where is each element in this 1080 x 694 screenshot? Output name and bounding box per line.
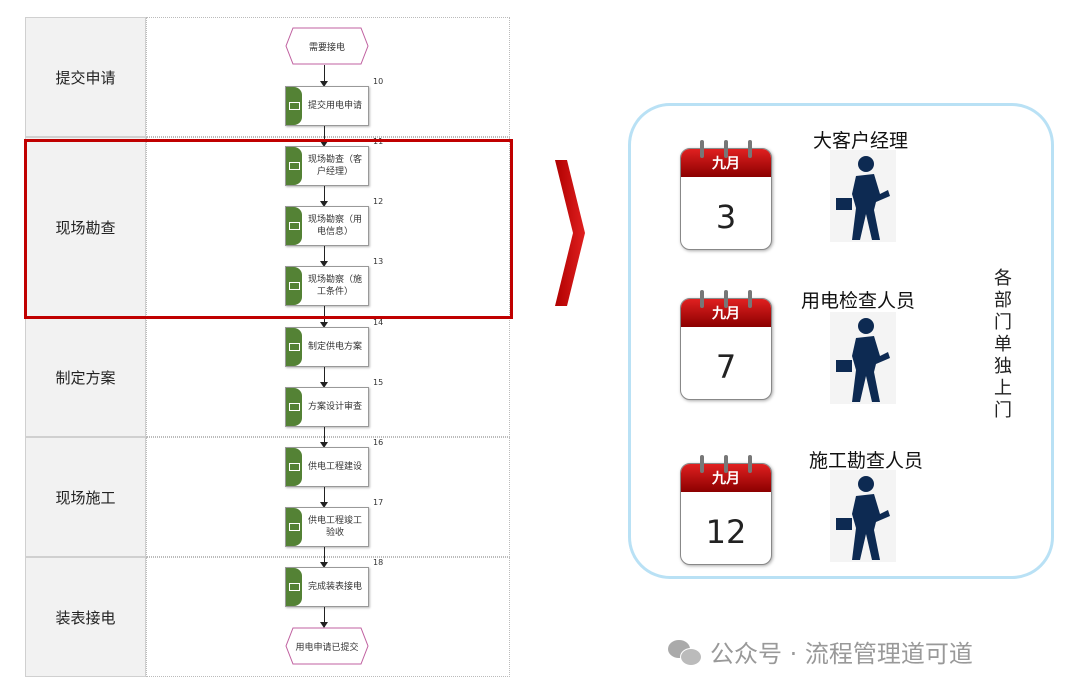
task-label: 现场勘查（客户经理）	[307, 155, 362, 177]
lane-install: 装表接电	[25, 557, 146, 677]
task-type-bar	[286, 508, 302, 546]
role-label: 施工勘查人员	[809, 450, 924, 472]
task-number: 13	[373, 257, 384, 266]
monitor-icon	[289, 282, 300, 290]
monitor-icon	[289, 343, 300, 351]
task-label: 现场勘察（施工条件）	[307, 275, 362, 297]
task-type-bar	[286, 147, 302, 185]
task-box[interactable]: 制定供电方案	[285, 327, 369, 367]
task-number: 18	[373, 558, 384, 567]
calendar-day: 7	[715, 348, 737, 386]
monitor-icon	[289, 583, 300, 591]
task-box[interactable]: 提交用电申请	[285, 86, 369, 126]
task-label: 完成装表接电	[307, 582, 362, 592]
flow-arrow	[320, 126, 328, 147]
calendar-icon: 九月 7	[680, 290, 772, 400]
lane-survey: 现场勘查	[25, 137, 146, 317]
lane-submit: 提交申请	[25, 17, 146, 137]
flow-arrow	[320, 367, 328, 388]
pool-row	[146, 437, 510, 557]
flow-arrow	[320, 186, 328, 207]
end-event[interactable]: 用电申请已提交	[285, 627, 369, 665]
chevron-arrow-icon	[555, 160, 585, 306]
watermark: 公众号 · 流程管理道可道	[668, 634, 973, 669]
worker-figure-icon	[830, 150, 896, 242]
side-note: 各部门单独上门	[994, 268, 1012, 421]
flow-arrow	[320, 65, 328, 87]
task-number: 10	[373, 77, 384, 86]
task-type-bar	[286, 568, 302, 606]
task-number: 16	[373, 438, 384, 447]
task-type-bar	[286, 328, 302, 366]
flow-arrow	[320, 487, 328, 508]
flow-arrow	[320, 427, 328, 448]
worker-figure-icon	[830, 470, 896, 562]
task-box[interactable]: 供电工程竣工验收	[285, 507, 369, 547]
calendar-day: 12	[705, 513, 747, 551]
flow-arrow	[320, 246, 328, 267]
task-type-bar	[286, 267, 302, 305]
task-type-bar	[286, 87, 302, 125]
task-box[interactable]: 现场勘查（客户经理）	[285, 146, 369, 186]
lane-construct: 现场施工	[25, 437, 146, 557]
monitor-icon	[289, 403, 300, 411]
task-box[interactable]: 现场勘察（施工条件）	[285, 266, 369, 306]
worker-figure-icon	[830, 312, 896, 404]
watermark-text: 公众号 · 流程管理道可道	[710, 640, 973, 668]
end-event-label: 用电申请已提交	[295, 642, 359, 653]
wechat-icon	[668, 638, 702, 666]
visits-panel	[628, 103, 1054, 579]
start-event[interactable]: 需要接电	[285, 27, 369, 65]
highlight-box	[24, 139, 513, 319]
start-event-label: 需要接电	[308, 42, 345, 53]
lane-plan: 制定方案	[25, 317, 146, 437]
task-number: 14	[373, 318, 384, 327]
flow-arrow	[320, 607, 328, 628]
task-label: 供电工程竣工验收	[307, 516, 362, 538]
task-type-bar	[286, 388, 302, 426]
calendar-day: 3	[715, 198, 737, 236]
monitor-icon	[289, 102, 300, 110]
monitor-icon	[289, 523, 300, 531]
task-box[interactable]: 供电工程建设	[285, 447, 369, 487]
monitor-icon	[289, 463, 300, 471]
monitor-icon	[289, 162, 300, 170]
task-box[interactable]: 方案设计审查	[285, 387, 369, 427]
task-label: 方案设计审查	[307, 402, 362, 412]
flow-arrow	[320, 547, 328, 568]
calendar-month: 九月	[681, 299, 771, 327]
task-box[interactable]: 完成装表接电	[285, 567, 369, 607]
role-label: 大客户经理	[813, 130, 909, 152]
task-label: 现场勘察（用电信息）	[307, 215, 362, 237]
task-type-bar	[286, 207, 302, 245]
task-type-bar	[286, 448, 302, 486]
role-label: 用电检查人员	[801, 290, 916, 312]
task-label: 提交用电申请	[307, 101, 362, 111]
task-label: 制定供电方案	[307, 342, 362, 352]
monitor-icon	[289, 222, 300, 230]
task-box[interactable]: 现场勘察（用电信息）	[285, 206, 369, 246]
task-number: 12	[373, 197, 384, 206]
task-label: 供电工程建设	[307, 462, 362, 472]
task-number: 17	[373, 498, 384, 507]
pool-row	[146, 17, 510, 137]
task-number: 15	[373, 378, 384, 387]
pool-row	[146, 557, 510, 677]
